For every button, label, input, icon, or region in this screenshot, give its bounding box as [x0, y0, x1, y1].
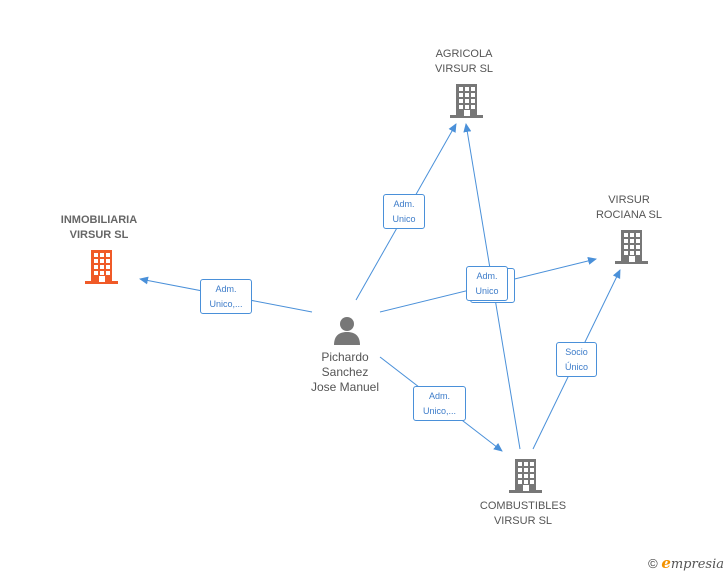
- combustibles-building-icon[interactable]: [509, 459, 542, 493]
- agricola-label-line-2: VIRSUR SL: [434, 63, 494, 75]
- person-name-line-1: Pichardo: [321, 350, 369, 364]
- edge-label-line: Único: [564, 362, 588, 372]
- rociana-company-label[interactable]: VIRSUR ROCIANA SL: [579, 193, 679, 223]
- edge-label-line: Unico,...: [209, 299, 243, 309]
- edge-label-to-agricola[interactable]: Adm. Unico: [383, 194, 425, 229]
- combustibles-company-label[interactable]: COMBUSTIBLES VIRSUR SL: [468, 499, 578, 529]
- brand-logo-text: mpresia: [670, 557, 724, 572]
- rociana-label-line-2: ROCIANA SL: [595, 209, 663, 221]
- rociana-building-icon[interactable]: [615, 230, 648, 264]
- edge-label-line: Unico: [475, 286, 499, 296]
- combustibles-label-line-2: VIRSUR SL: [493, 515, 553, 527]
- edge-label-line: Adm.: [393, 199, 415, 209]
- person-name-line-3: Jose Manuel: [310, 380, 380, 394]
- edge-label-line: Socio: [565, 347, 588, 357]
- brand-logo-letter: e: [661, 554, 671, 572]
- edge-label-combustibles-rociana[interactable]: Socio Único: [556, 342, 597, 377]
- edge-label-line: Adm.: [215, 284, 237, 294]
- person-name-label[interactable]: Pichardo Sanchez Jose Manuel: [295, 350, 395, 395]
- person-icon[interactable]: [332, 315, 362, 345]
- agricola-building-icon[interactable]: [450, 84, 483, 118]
- edge-label-to-combustibles[interactable]: Adm. Unico,...: [413, 386, 466, 421]
- combustibles-label-line-1: COMBUSTIBLES: [479, 500, 567, 512]
- edge-label-line: Adm.: [428, 391, 450, 401]
- inmobiliaria-building-icon[interactable]: [85, 250, 118, 284]
- brand-footer[interactable]: © empresia: [648, 554, 724, 572]
- person-name-line-2: Sanchez: [321, 365, 369, 379]
- rociana-label-line-1: VIRSUR: [608, 194, 650, 206]
- agricola-label-line-1: AGRICOLA: [435, 48, 493, 60]
- inmobiliaria-company-label[interactable]: INMOBILIARIA VIRSUR SL: [44, 213, 154, 243]
- agricola-company-label[interactable]: AGRICOLA VIRSUR SL: [414, 47, 514, 77]
- copyright-symbol: ©: [648, 556, 658, 571]
- inmobiliaria-label-line-2: VIRSUR SL: [69, 229, 129, 241]
- edge-label-line: Unico: [392, 214, 416, 224]
- inmobiliaria-label-line-1: INMOBILIARIA: [60, 214, 138, 226]
- edge-label-line: Unico,...: [422, 406, 456, 416]
- edge-label-to-inmobiliaria[interactable]: Adm. Unico,...: [200, 279, 252, 314]
- edge-label-to-rociana[interactable]: Adm. Unico: [466, 266, 508, 301]
- edge-label-line: Adm.: [476, 271, 498, 281]
